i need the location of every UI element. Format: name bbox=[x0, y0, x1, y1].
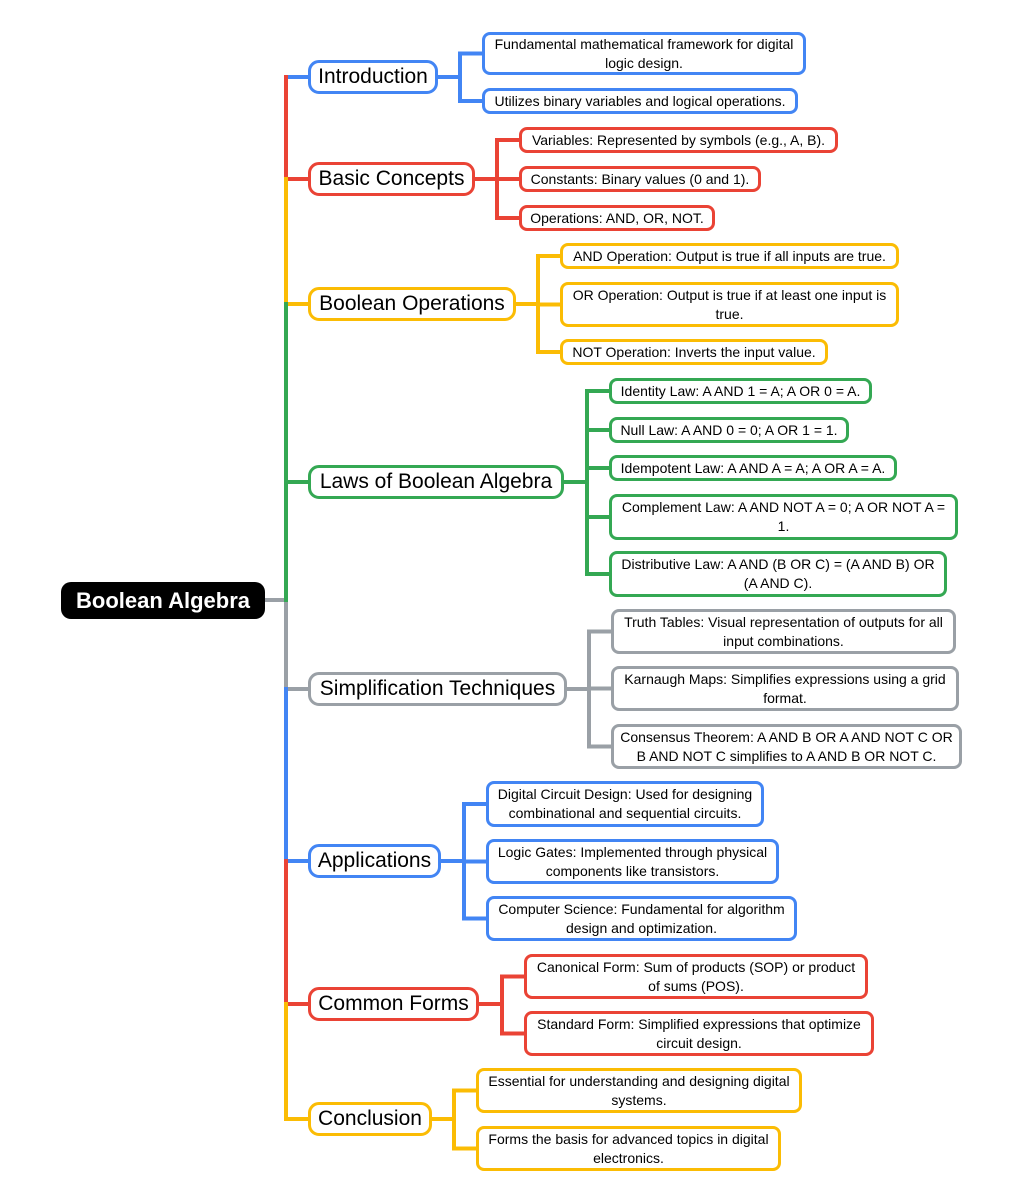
leaf-node[interactable]: NOT Operation: Inverts the input value. bbox=[560, 339, 828, 365]
leaf-node[interactable]: Fundamental mathematical framework for d… bbox=[482, 32, 806, 75]
leaf-node[interactable]: Essential for understanding and designin… bbox=[476, 1068, 802, 1113]
leaf-node[interactable]: Null Law: A AND 0 = 0; A OR 1 = 1. bbox=[609, 417, 849, 443]
leaf-node[interactable]: Distributive Law: A AND (B OR C) = (A AN… bbox=[609, 551, 947, 597]
branch-simplification-techniques[interactable]: Simplification Techniques bbox=[308, 672, 567, 706]
leaf-node[interactable]: Complement Law: A AND NOT A = 0; A OR NO… bbox=[609, 494, 958, 540]
branch-conclusion[interactable]: Conclusion bbox=[308, 1102, 432, 1136]
leaf-node[interactable]: Consensus Theorem: A AND B OR A AND NOT … bbox=[611, 724, 962, 769]
leaf-node[interactable]: Operations: AND, OR, NOT. bbox=[519, 205, 715, 231]
leaf-node[interactable]: OR Operation: Output is true if at least… bbox=[560, 282, 899, 327]
root-node[interactable]: Boolean Algebra bbox=[61, 582, 265, 619]
branch-basic-concepts[interactable]: Basic Concepts bbox=[308, 162, 475, 196]
leaf-node[interactable]: Canonical Form: Sum of products (SOP) or… bbox=[524, 954, 868, 999]
leaf-node[interactable]: Variables: Represented by symbols (e.g.,… bbox=[519, 127, 838, 153]
leaf-node[interactable]: Constants: Binary values (0 and 1). bbox=[519, 166, 761, 192]
leaf-node[interactable]: Digital Circuit Design: Used for designi… bbox=[486, 781, 764, 827]
leaf-node[interactable]: Truth Tables: Visual representation of o… bbox=[611, 609, 956, 654]
leaf-node[interactable]: Karnaugh Maps: Simplifies expressions us… bbox=[611, 666, 959, 711]
leaf-node[interactable]: Standard Form: Simplified expressions th… bbox=[524, 1011, 874, 1056]
leaf-node[interactable]: Logic Gates: Implemented through physica… bbox=[486, 839, 779, 884]
branch-laws-of-boolean-algebra[interactable]: Laws of Boolean Algebra bbox=[308, 465, 564, 499]
branch-introduction[interactable]: Introduction bbox=[308, 60, 438, 94]
leaf-node[interactable]: Identity Law: A AND 1 = A; A OR 0 = A. bbox=[609, 378, 872, 404]
branch-common-forms[interactable]: Common Forms bbox=[308, 987, 479, 1021]
leaf-node[interactable]: Forms the basis for advanced topics in d… bbox=[476, 1126, 781, 1171]
leaf-node[interactable]: AND Operation: Output is true if all inp… bbox=[560, 243, 899, 269]
branch-applications[interactable]: Applications bbox=[308, 844, 441, 878]
leaf-node[interactable]: Computer Science: Fundamental for algori… bbox=[486, 896, 797, 941]
branch-boolean-operations[interactable]: Boolean Operations bbox=[308, 287, 516, 321]
leaf-node[interactable]: Utilizes binary variables and logical op… bbox=[482, 88, 798, 114]
leaf-node[interactable]: Idempotent Law: A AND A = A; A OR A = A. bbox=[609, 455, 897, 481]
